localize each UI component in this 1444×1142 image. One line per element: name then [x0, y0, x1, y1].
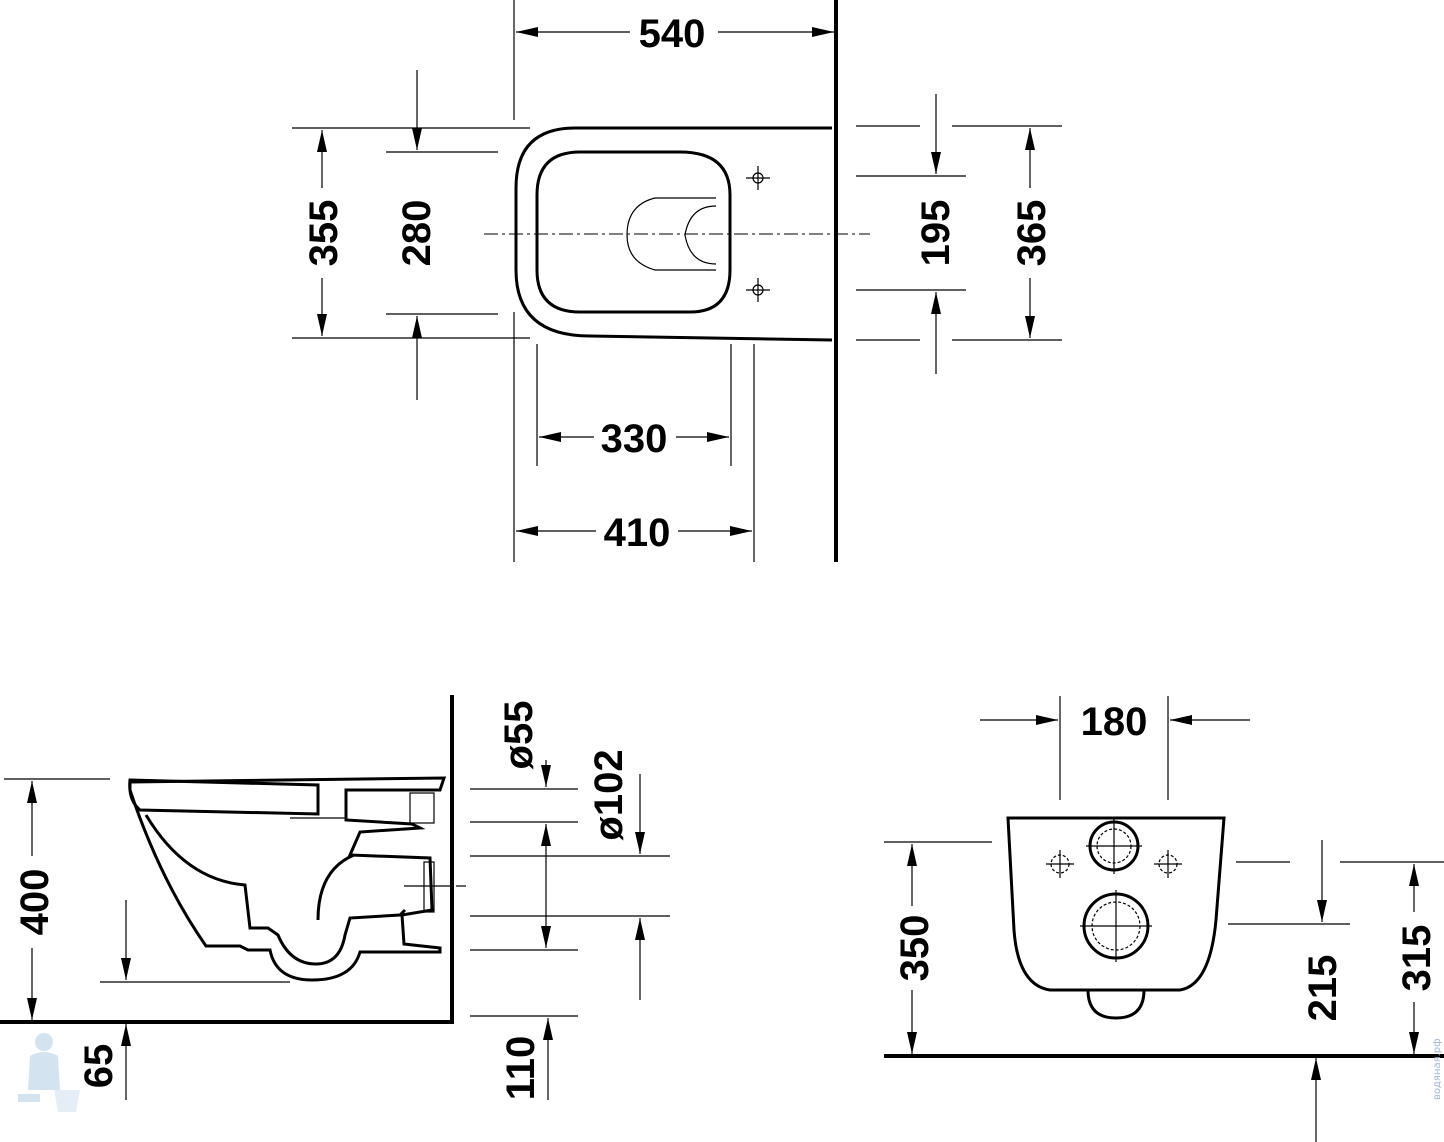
dim-365-label: 365 — [1010, 200, 1054, 267]
inlet-stub-side — [409, 792, 435, 824]
dim-330-label: 330 — [601, 417, 668, 461]
dim-65-label: 65 — [77, 1044, 121, 1089]
dim-400-label: 400 — [13, 869, 57, 936]
dim-355-label: 355 — [302, 200, 346, 267]
rear-view: 180 350 215 315 — [884, 696, 1444, 1142]
dim-410-label: 410 — [604, 511, 671, 555]
dim-110-label: 110 — [499, 1036, 543, 1101]
trap-inner-side — [144, 814, 407, 966]
dim-215-label: 215 — [1301, 955, 1345, 1022]
inlet-circle-rear — [1086, 818, 1142, 874]
fixing-mark-1 — [746, 166, 770, 190]
dim-55-label: ø55 — [497, 701, 541, 770]
seat-inner-top — [535, 150, 732, 314]
outlet-circle-rear — [1080, 890, 1152, 962]
seat-side — [128, 778, 320, 816]
flush-opening-top — [626, 197, 716, 271]
bowl-outline-top — [514, 126, 833, 342]
fixing-mark-rear-right — [1154, 850, 1182, 878]
wall-floor-side — [0, 695, 454, 1024]
fixing-mark-rear-left — [1046, 850, 1074, 878]
side-view: 400 65 ø55 ø102 110 — [0, 695, 670, 1100]
bowl-outline-rear — [1006, 816, 1226, 992]
dim-180-label: 180 — [1081, 700, 1148, 744]
fixing-mark-2 — [746, 278, 770, 302]
dim-280-label: 280 — [395, 200, 439, 267]
dim-540-label: 540 — [639, 12, 706, 56]
plumber-logo — [18, 1033, 80, 1112]
watermark-text: водяная.рф — [1432, 1038, 1443, 1100]
dim-350-label: 350 — [893, 915, 937, 982]
trap-curve-side — [316, 853, 355, 921]
top-view: 540 355 280 195 365 — [292, 0, 1062, 562]
outlet-bottom-rear — [1086, 989, 1146, 1020]
outlet-stub-side — [423, 861, 435, 913]
dim-315-label: 315 — [1395, 925, 1439, 992]
dim-102-label: ø102 — [587, 749, 631, 840]
dim-195-label: 195 — [914, 200, 958, 267]
bowl-outline-side — [128, 776, 447, 982]
flush-inner-top — [684, 205, 717, 265]
